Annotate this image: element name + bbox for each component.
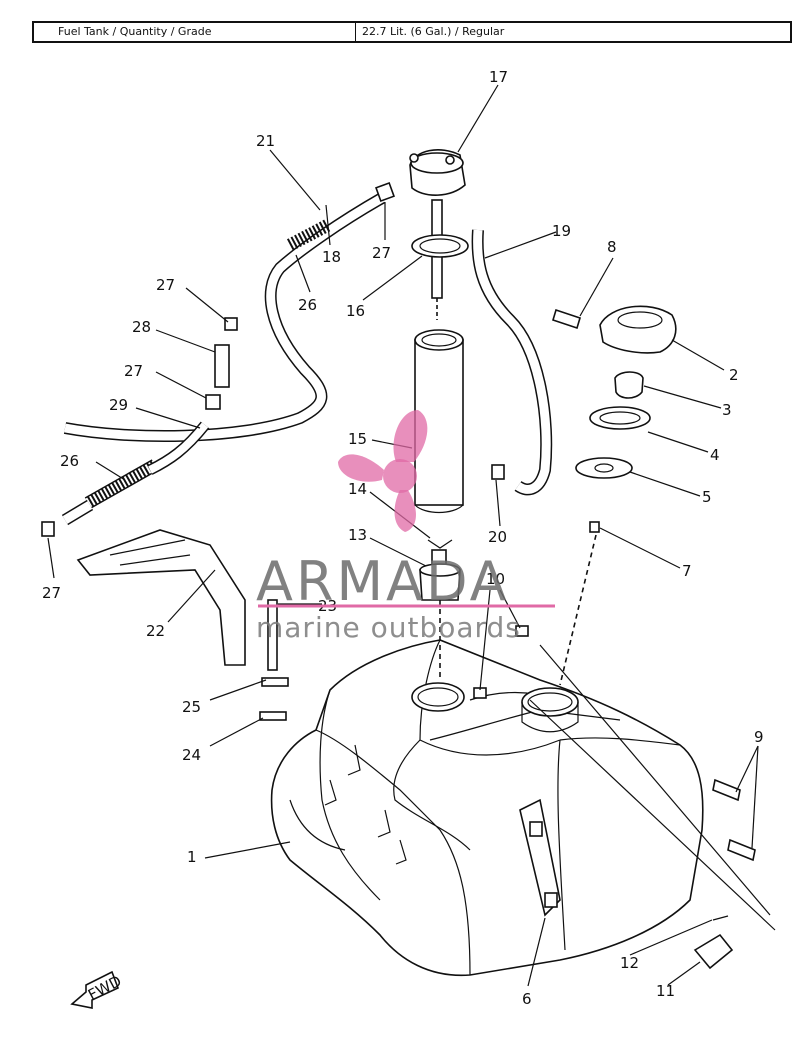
filler-cap-assembly [552, 305, 677, 686]
callout-21: 21 [256, 132, 275, 150]
callout-9: 9 [754, 728, 764, 746]
callout-27-left-mid: 27 [124, 362, 143, 380]
callout-2: 2 [729, 366, 739, 384]
callout-5: 5 [702, 488, 712, 506]
spec-value: 22.7 Lit. (6 Gal.) / Regular [362, 25, 505, 38]
callout-26-left: 26 [60, 452, 79, 470]
watermark-brand: ARMADA [256, 550, 510, 613]
callout-28: 28 [132, 318, 151, 336]
callout-3: 3 [722, 401, 732, 419]
callout-25: 25 [182, 698, 201, 716]
callout-27-bottom: 27 [42, 584, 61, 602]
spec-label: Fuel Tank / Quantity / Grade [34, 23, 356, 41]
callout-22: 22 [146, 622, 165, 640]
armada-watermark: ARMADA marine outboards [256, 410, 555, 644]
callout-10: 10 [486, 570, 505, 588]
callout-19: 19 [552, 222, 571, 240]
callout-11: 11 [656, 982, 675, 1000]
small-parts [41, 182, 756, 970]
fwd-arrow: FWD [70, 970, 124, 1009]
callout-4: 4 [710, 446, 720, 464]
callout-6: 6 [522, 990, 532, 1008]
callout-29: 29 [109, 396, 128, 414]
callout-14: 14 [348, 480, 367, 498]
callout-7: 7 [682, 562, 692, 580]
watermark-tagline: marine outboards [256, 611, 521, 644]
callout-8: 8 [607, 238, 617, 256]
fuel-hoses [61, 186, 553, 526]
callout-27-top: 27 [372, 244, 391, 262]
callout-15: 15 [348, 430, 367, 448]
callout-16: 16 [346, 302, 365, 320]
mounting-bracket [76, 529, 776, 931]
fuel-tank-body [270, 639, 704, 977]
callout-17: 17 [489, 68, 508, 86]
spec-table: Fuel Tank / Quantity / Grade 22.7 Lit. (… [32, 21, 792, 43]
callout-20: 20 [488, 528, 507, 546]
propeller-logo-icon [338, 410, 428, 532]
callout-24: 24 [182, 746, 201, 764]
callout-12: 12 [620, 954, 639, 972]
callout-26-top: 26 [298, 296, 317, 314]
leader-lines [47, 84, 759, 987]
callout-1: 1 [187, 848, 197, 866]
callout-27-left-top: 27 [156, 276, 175, 294]
callout-18: 18 [322, 248, 341, 266]
callout-13: 13 [348, 526, 367, 544]
callout-labels: 17 21 18 19 8 27 16 26 27 28 27 29 26 27… [42, 68, 764, 1008]
